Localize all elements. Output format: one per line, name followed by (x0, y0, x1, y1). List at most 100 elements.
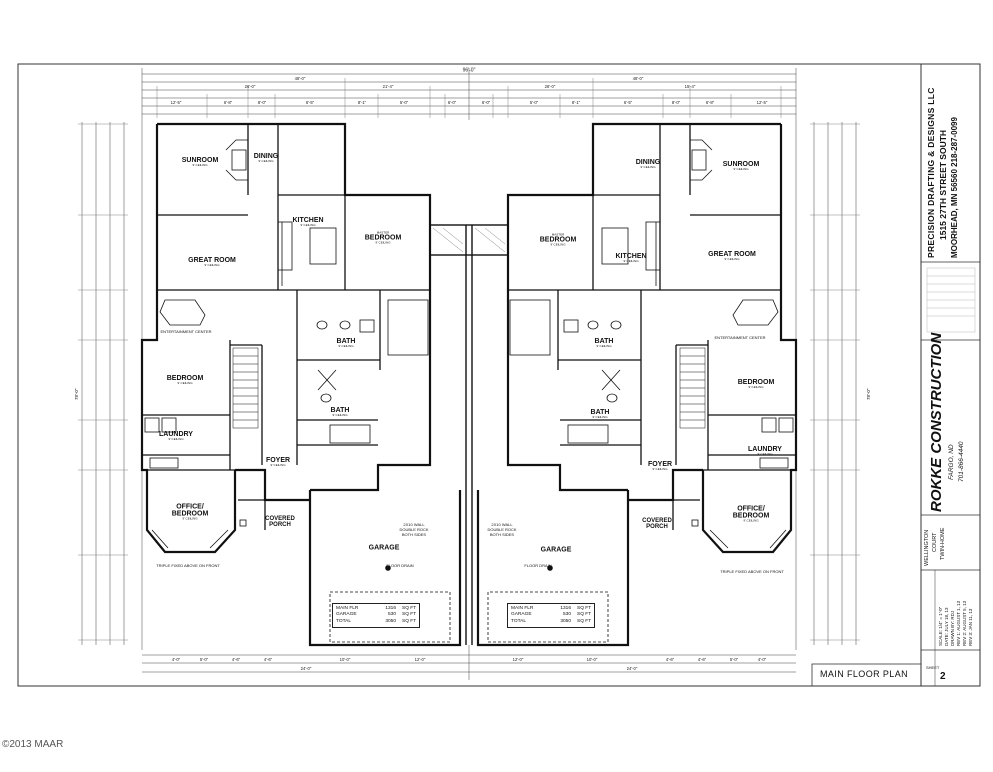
titleblock-note-5: REV 3: JAN 11, 13 (968, 608, 973, 646)
titleblock-note-2: DRAWN BY: RDJ (950, 610, 955, 646)
sheet-number: 2 (940, 671, 946, 682)
sheet-label: SHEET (926, 665, 940, 670)
room-label-garage-left: GARAGE (368, 544, 400, 552)
dim-bottom2-1: 24'-0" (626, 665, 638, 671)
dim-top3-13: 12'-5" (756, 99, 768, 105)
designer-name: PRECISION DRAFTING & DESIGNS LLC (926, 87, 936, 258)
ent-center-label-left: ENTERTAINMENT CENTER (160, 329, 212, 334)
dim-top3-5: 5'-0" (399, 99, 409, 105)
builder-city: FARGO, ND (948, 444, 955, 480)
copyright-watermark: ©2013 MAAR (2, 739, 64, 750)
dim-top3-0: 12'-5" (170, 99, 182, 105)
dim-bottom-6: 12'-0" (512, 656, 524, 662)
project-line2: COURT (932, 532, 938, 552)
dim-bottom-8: 4'-6" (665, 656, 675, 662)
dim-top3-8: 5'-0" (529, 99, 539, 105)
dim-bottom-4: 10'-0" (339, 656, 351, 662)
dim-top3-10: 6'-5" (623, 99, 633, 105)
dim-top3-4: 8'-1" (357, 99, 367, 105)
dim-bottom-2: 4'-6" (231, 656, 241, 662)
dim-bottom-0: 4'-0" (171, 656, 181, 662)
dim-bottom-7: 10'-0" (586, 656, 598, 662)
project-line1: WELLINGTON (924, 529, 930, 566)
dim-top3-9: 8'-1" (571, 99, 581, 105)
titleblock-note-0: SCALE: 1/4" = 1'-0" (938, 606, 943, 646)
dim-top3-1: 6'-8" (223, 99, 233, 105)
dim-top2-2: 28'-0" (544, 83, 556, 89)
sheet-title: MAIN FLOOR PLAN (820, 669, 909, 679)
builder-name: ROKKE CONSTRUCTION (928, 332, 945, 512)
titleblock-note-3: REV 1: AUGUST 1, 13 (956, 600, 961, 646)
triple-fixed-note-left: TRIPLE FIXED ABOVE ON FRONT (156, 563, 220, 568)
floor-drain-label-right: FLOOR DRAIN (524, 563, 552, 568)
room-label-garage-right: GARAGE (540, 546, 572, 554)
designer-address: 1515 27TH STREET SOUTH (938, 129, 948, 240)
ent-center-label-right: ENTERTAINMENT CENTER (714, 335, 766, 340)
dim-bottom-1: 5'-0" (199, 656, 209, 662)
dim-half-left: 48'-0" (294, 75, 306, 81)
dim-top2-0: 26'-0" (244, 83, 256, 89)
titleblock-note-1: DATE: JULY 18, 13 (944, 607, 949, 646)
dim-bottom-9: 4'-6" (697, 656, 707, 662)
titleblock-note-4: REV 2: AUGUST 5, 13 (962, 600, 967, 646)
sheet-border (17, 63, 981, 687)
dim-top3-6: 6'-0" (447, 99, 457, 105)
dim-top2-1: 21'-4" (382, 83, 394, 89)
builder-phone: 701-866-4440 (958, 441, 965, 482)
dim-top3-11: 8'-0" (671, 99, 681, 105)
dim-top3-12: 6'-8" (705, 99, 715, 105)
dim-bottom-10: 5'-0" (729, 656, 739, 662)
designer-city-phone: MOORHEAD, MN 56560 218-287-0099 (950, 117, 959, 258)
dim-top3-3: 6'-5" (305, 99, 315, 105)
dim-total: 96'-0" (462, 67, 476, 74)
dim-top3-7: 6'-0" (481, 99, 491, 105)
dim-top2-3: 15'-4" (684, 83, 696, 89)
floor-drain-label-left: FLOOR DRAIN (386, 563, 414, 568)
dim-top3-2: 8'-0" (257, 99, 267, 105)
dim-bottom-3: 4'-6" (263, 656, 273, 662)
triple-fixed-note-right: TRIPLE FIXED ABOVE ON FRONT (720, 569, 784, 574)
project-line3: TWIN-HOME (940, 527, 946, 560)
dim-bottom-5: 12'-0" (414, 656, 426, 662)
dim-bottom2-0: 24'-0" (300, 665, 312, 671)
dim-depth-right: 78'-0" (866, 388, 871, 400)
dim-depth-left: 78'-0" (74, 388, 79, 400)
dim-bottom-11: 4'-0" (757, 656, 767, 662)
dim-half-right: 48'-0" (632, 75, 644, 81)
